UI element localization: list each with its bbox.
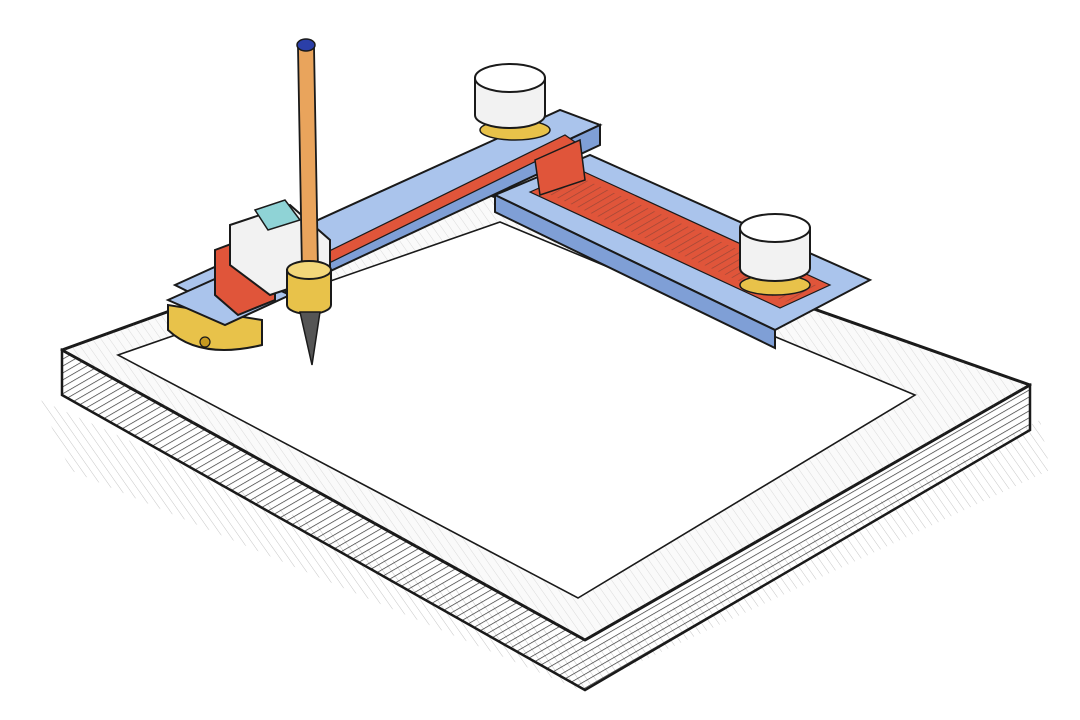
pen-carriage bbox=[165, 199, 331, 351]
x-motor bbox=[474, 63, 551, 141]
pencil bbox=[286, 38, 332, 366]
y-motor bbox=[739, 213, 811, 296]
